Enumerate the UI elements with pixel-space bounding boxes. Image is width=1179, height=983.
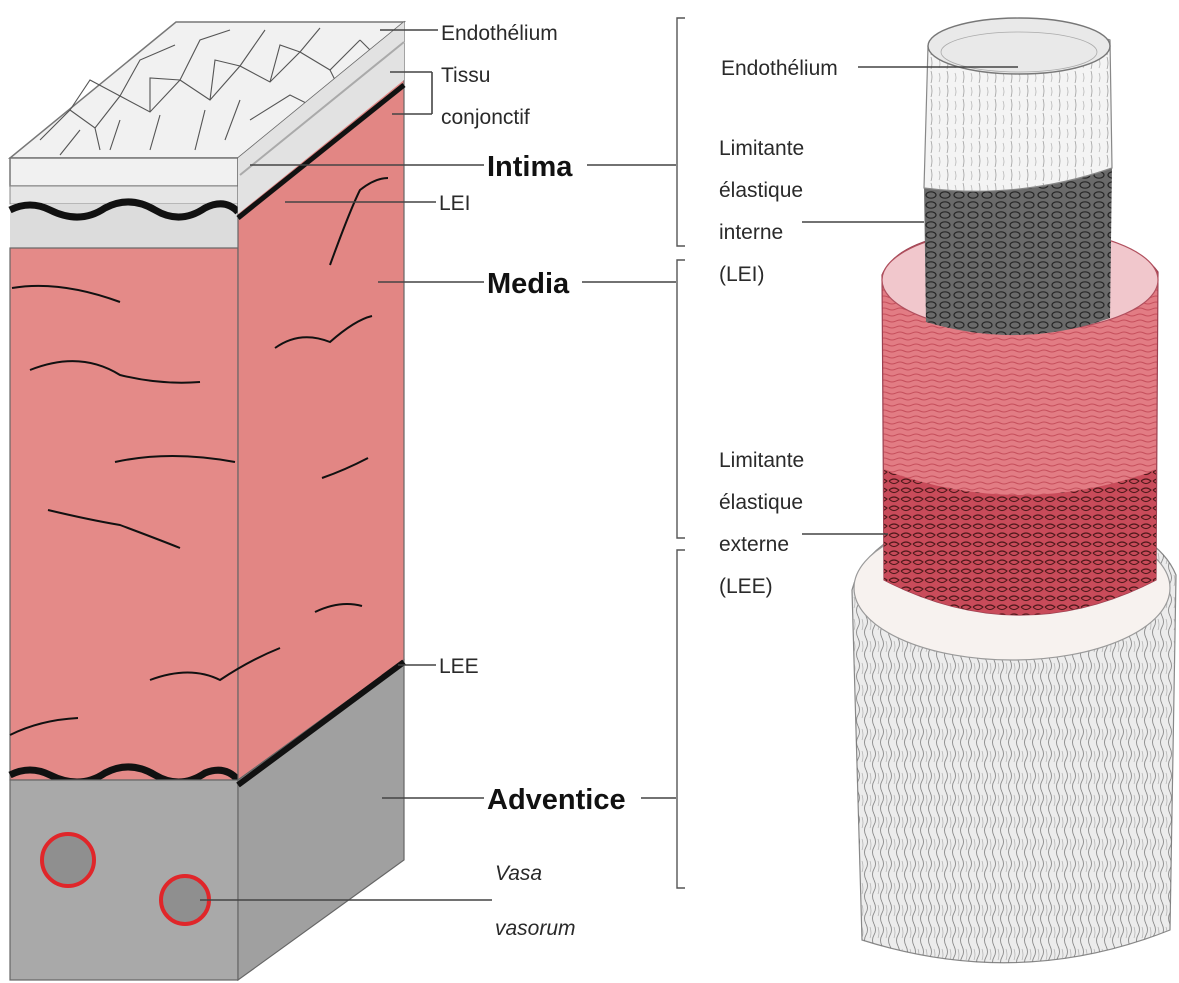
label-vasa-1: Vasa xyxy=(495,862,542,885)
label-lei-tube-3: interne xyxy=(719,221,783,244)
label-tissu-2: conjonctif xyxy=(441,106,530,129)
media-front xyxy=(10,248,238,780)
label-lee-block: LEE xyxy=(439,655,479,678)
label-endothelium-tube: Endothélium xyxy=(721,57,838,80)
label-lee-tube-1: Limitante xyxy=(719,449,804,472)
layer-brackets xyxy=(677,18,685,888)
label-lei-tube-2: élastique xyxy=(719,179,803,202)
label-lei-tube-4: (LEI) xyxy=(719,263,765,286)
label-lee-tube-2: élastique xyxy=(719,491,803,514)
label-endothelium-block: Endothélium xyxy=(441,22,558,45)
label-tissu-1: Tissu xyxy=(441,64,490,87)
label-lei-tube-1: Limitante xyxy=(719,137,804,160)
label-lei-block: LEI xyxy=(439,192,471,215)
label-intima: Intima xyxy=(487,151,573,183)
label-lee-tube-4: (LEE) xyxy=(719,575,773,598)
tube-lumen-opening xyxy=(928,18,1110,74)
vasa-vasorum-circle-1 xyxy=(42,834,94,886)
endothelium-front xyxy=(10,158,238,186)
label-adventice: Adventice xyxy=(487,784,626,816)
label-vasa-2: vasorum xyxy=(495,917,576,940)
label-media: Media xyxy=(487,268,570,300)
adventice-front xyxy=(10,780,238,980)
artery-tube xyxy=(852,18,1176,963)
label-lee-tube-3: externe xyxy=(719,533,789,556)
